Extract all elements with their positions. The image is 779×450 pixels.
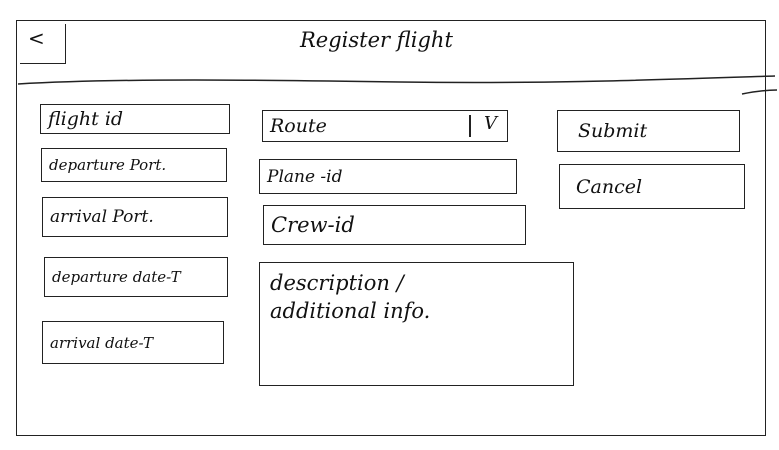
route-select-value: Route (270, 115, 327, 137)
departure-date-input[interactable]: departure date-T (44, 257, 228, 297)
submit-button[interactable]: Submit (557, 110, 740, 152)
submit-button-label: Submit (578, 120, 648, 142)
arrival-date-input[interactable]: arrival date-T (42, 321, 224, 364)
arrival-date-label: arrival date-T (50, 333, 154, 352)
description-line-2: additional info. (270, 299, 431, 323)
window-border (16, 20, 766, 436)
back-button[interactable]: < (20, 24, 66, 64)
flight-id-input[interactable]: flight id (40, 104, 230, 134)
route-select[interactable]: Route V (262, 110, 508, 142)
route-select-divider (469, 115, 471, 137)
crew-id-label: Crew-id (271, 213, 355, 237)
arrival-port-label: arrival Port. (50, 207, 154, 227)
plane-id-label: Plane -id (267, 166, 343, 187)
cancel-button-label: Cancel (576, 175, 643, 198)
departure-port-label: departure Port. (49, 156, 167, 174)
plane-id-input[interactable]: Plane -id (259, 159, 517, 194)
back-arrow-icon: < (28, 26, 45, 50)
chevron-down-icon[interactable]: V (484, 113, 497, 134)
description-line-1: description / (270, 271, 404, 295)
arrival-port-input[interactable]: arrival Port. (42, 197, 228, 237)
flight-id-label: flight id (48, 108, 124, 130)
description-textarea[interactable]: description / additional info. (259, 262, 574, 386)
departure-date-label: departure date-T (52, 268, 181, 286)
page-title: Register flight (300, 28, 453, 52)
cancel-button[interactable]: Cancel (559, 164, 745, 209)
departure-port-input[interactable]: departure Port. (41, 148, 227, 182)
crew-id-input[interactable]: Crew-id (263, 205, 526, 245)
